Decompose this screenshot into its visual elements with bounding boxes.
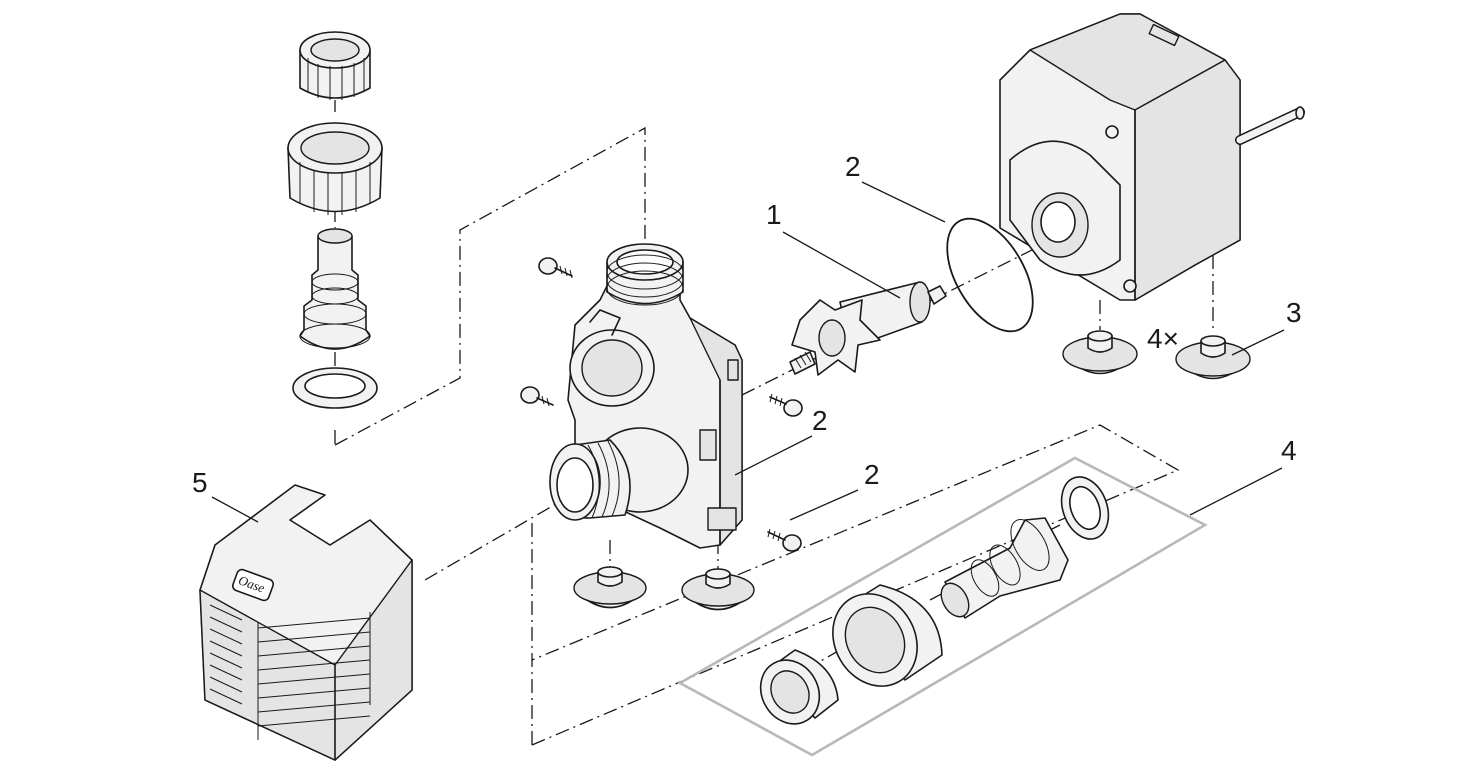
fitting-set xyxy=(759,476,1110,725)
brand-plate xyxy=(231,568,275,602)
motor-screw-top xyxy=(1105,125,1119,139)
housing-screws xyxy=(520,257,803,552)
motor-cable-end xyxy=(1295,106,1305,120)
outlet-fitting-stack xyxy=(287,31,383,409)
motor-foot-left xyxy=(1062,330,1138,375)
housing-feet xyxy=(573,566,755,611)
small-union-nut xyxy=(299,31,371,100)
motor-screw-bottom xyxy=(1123,279,1137,293)
leader-lines xyxy=(211,181,1285,523)
bypass-valve xyxy=(569,309,655,407)
fitting-set-frame xyxy=(677,456,1208,757)
callout-o-ring: 2 xyxy=(845,151,861,182)
screw-bottom-right xyxy=(767,528,802,552)
callout-screw-right-bottom: 2 xyxy=(864,459,880,490)
pump-housing xyxy=(549,243,743,549)
fitting-small-nut xyxy=(759,649,839,725)
cover-grille-left xyxy=(209,604,243,705)
motor-feet xyxy=(1062,330,1251,380)
motor-block xyxy=(999,13,1305,301)
housing-inlet-thread xyxy=(549,427,689,521)
screw-mid-right xyxy=(769,393,803,417)
screw-top-left xyxy=(538,257,573,279)
fitting-seal-ring xyxy=(1060,476,1110,540)
callout-suction-foot: 3 xyxy=(1286,297,1302,328)
filter-cover: Oase xyxy=(199,484,413,761)
fitting-large-nut xyxy=(832,584,943,687)
callout-screw-right-top: 2 xyxy=(812,405,828,436)
callout-impeller: 1 xyxy=(766,199,782,230)
housing-foot-right xyxy=(681,568,755,611)
callout-labels: 1 2 2 2 3 4× 4 5 xyxy=(192,151,1302,498)
seal-ring-top xyxy=(292,367,378,409)
callout-fitting-set: 4 xyxy=(1281,435,1297,466)
o-ring xyxy=(946,217,1034,333)
housing-clip-top xyxy=(727,359,739,381)
housing-foot-left xyxy=(573,566,647,609)
callout-foot-count: 4× xyxy=(1147,323,1179,354)
screw-mid-left xyxy=(520,386,554,407)
housing-side-tab xyxy=(699,429,717,461)
motor-foot-right xyxy=(1175,335,1251,380)
housing-clip-bottom xyxy=(707,507,737,531)
cover-grille-right xyxy=(257,612,371,740)
fitting-hose-tail xyxy=(940,517,1069,619)
callout-cover: 5 xyxy=(192,467,208,498)
large-union-nut xyxy=(287,122,383,215)
housing-outlet-thread xyxy=(606,243,684,306)
impeller xyxy=(789,281,947,376)
hose-tail xyxy=(299,228,371,350)
